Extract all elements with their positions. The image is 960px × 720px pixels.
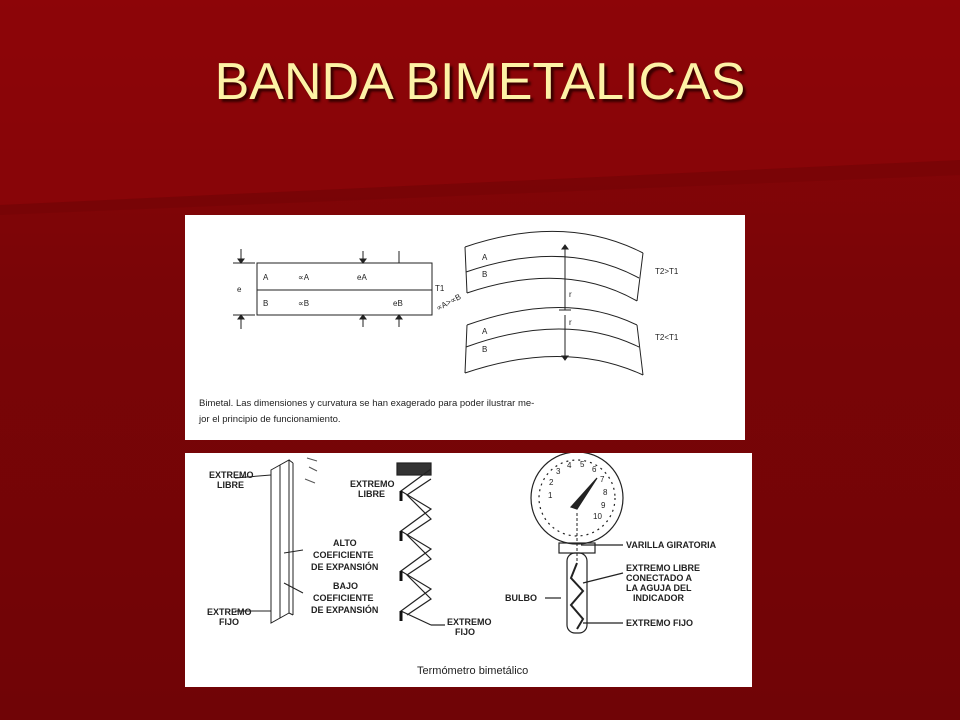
arc-lower-layer-b: B bbox=[482, 345, 487, 354]
bottom-caption: Termómetro bimetálico bbox=[417, 665, 528, 677]
arc-lower bbox=[464, 307, 644, 376]
bimetal-thermometer-figure: EXTREMO LIBRE ALTO COEFICIENTE DE EXPANS… bbox=[185, 451, 752, 687]
top-caption-line2: jor el principio de funcionamiento. bbox=[198, 414, 341, 425]
top-caption-line1: Bimetal. Las dimensiones y curvatura se … bbox=[199, 398, 534, 409]
bimetal-strip-diagram: A B ∝A ∝B eA eB e T1 ∝A>∝B A B T2>T1 r bbox=[198, 230, 679, 425]
arc-upper-condition: T2>T1 bbox=[655, 267, 679, 276]
fixed-end-label: EXTREMO FIJO bbox=[626, 618, 693, 628]
arc-lower-radius: r bbox=[569, 318, 572, 327]
flat-high-label-1: ALTO bbox=[333, 538, 357, 548]
strip-t1: T1 bbox=[435, 284, 445, 293]
free-end-label-4: INDICADOR bbox=[633, 593, 684, 603]
arc-lower-layer-a: A bbox=[482, 327, 488, 336]
helix-free-label-1: EXTREMO bbox=[350, 479, 395, 489]
arc-upper bbox=[464, 230, 644, 311]
dial-number: 9 bbox=[601, 501, 606, 510]
free-end-label-2: CONECTADO A bbox=[626, 573, 692, 583]
arc-upper-radius: r bbox=[569, 290, 572, 299]
flat-free-label-2: LIBRE bbox=[217, 480, 244, 490]
helix-fixed-label-2: FIJO bbox=[455, 627, 475, 637]
arc-lower-condition: T2<T1 bbox=[655, 333, 679, 342]
flat-low-label-2: COEFICIENTE bbox=[313, 593, 374, 603]
strip-alpha-b: ∝B bbox=[298, 299, 309, 308]
strip-e-a: eA bbox=[357, 273, 367, 282]
dial-number: 10 bbox=[593, 512, 602, 521]
flat-free-label-1: EXTREMO bbox=[209, 470, 254, 480]
flat-low-label-1: BAJO bbox=[333, 581, 358, 591]
straight-strip bbox=[233, 249, 433, 329]
dial-number: 5 bbox=[580, 460, 585, 469]
flat-fixed-label-1: EXTREMO bbox=[207, 607, 252, 617]
rod-label: VARILLA GIRATORIA bbox=[626, 540, 717, 550]
dial-number: 3 bbox=[556, 467, 561, 476]
flat-strip bbox=[234, 457, 318, 624]
free-end-label-1: EXTREMO LIBRE bbox=[626, 563, 700, 573]
helix-strip bbox=[396, 462, 445, 626]
strip-e-b: eB bbox=[393, 299, 403, 308]
helix-free-label-2: LIBRE bbox=[358, 489, 385, 499]
flat-high-label-2: COEFICIENTE bbox=[313, 550, 374, 560]
strip-thickness-e: e bbox=[237, 285, 242, 294]
bulb-label: BULBO bbox=[505, 593, 537, 603]
strip-layer-b: B bbox=[263, 299, 268, 308]
flat-high-label-3: DE EXPANSIÓN bbox=[311, 561, 378, 572]
dial-number: 6 bbox=[592, 465, 597, 474]
dial-number: 1 bbox=[548, 491, 553, 500]
arc-upper-layer-b: B bbox=[482, 270, 487, 279]
dial-number: 4 bbox=[567, 461, 572, 470]
helix-fixed-label-1: EXTREMO bbox=[447, 617, 492, 627]
bimetal-thermometer-diagram: EXTREMO LIBRE ALTO COEFICIENTE DE EXPANS… bbox=[207, 451, 717, 677]
flat-fixed-label-2: FIJO bbox=[219, 617, 239, 627]
slide-title: BANDA BIMETALICAS bbox=[214, 53, 746, 111]
bimetal-strip-figure: A B ∝A ∝B eA eB e T1 ∝A>∝B A B T2>T1 r bbox=[185, 215, 745, 440]
strip-alpha-a: ∝A bbox=[298, 273, 310, 282]
flat-low-label-3: DE EXPANSIÓN bbox=[311, 604, 378, 615]
strip-relation: ∝A>∝B bbox=[435, 292, 463, 313]
strip-layer-a: A bbox=[263, 273, 269, 282]
dial-number: 2 bbox=[549, 478, 554, 487]
free-end-label-3: LA AGUJA DEL bbox=[626, 583, 692, 593]
dial-thermometer bbox=[530, 451, 624, 634]
dial-numbers: 1 2 3 4 5 6 7 8 9 10 bbox=[548, 460, 608, 521]
arc-upper-layer-a: A bbox=[482, 253, 488, 262]
dial-number: 7 bbox=[600, 475, 605, 484]
dial-number: 8 bbox=[603, 488, 608, 497]
